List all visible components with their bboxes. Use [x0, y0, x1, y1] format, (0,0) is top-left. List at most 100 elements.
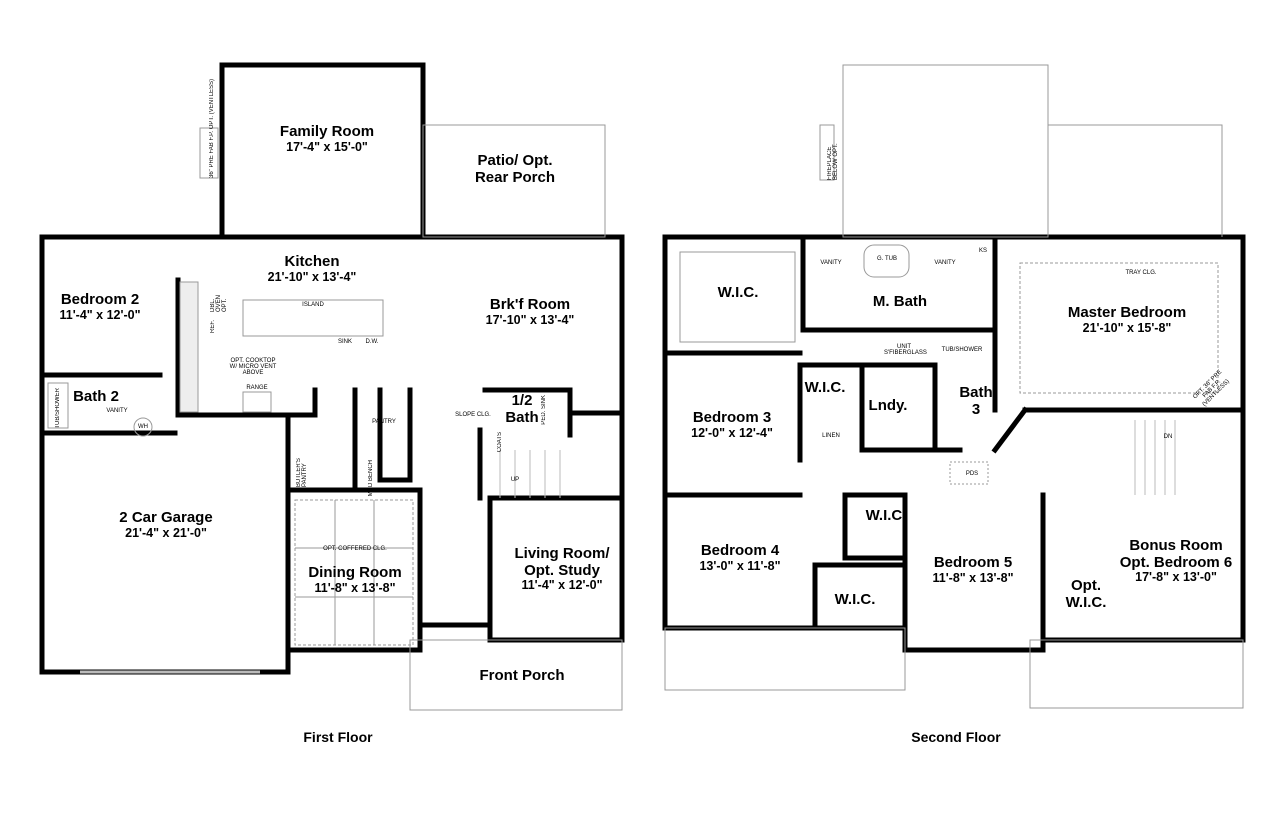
slope-note: SLOPE CLG. — [455, 412, 491, 418]
mud-bench-note: MUD BENCH — [368, 460, 374, 497]
room-name: Bath — [959, 384, 993, 401]
vanity-note-1: VANITY — [820, 260, 842, 266]
dw-note: D.W. — [365, 339, 379, 345]
room-name: Bedroom 4 — [700, 542, 780, 559]
room-dimensions: 11'-8" x 13'-8" — [932, 570, 1014, 585]
butlers-note: BUTLER'S PANTRY — [296, 458, 308, 487]
room-name: Front Porch — [479, 667, 565, 684]
room-name: Family Room — [279, 123, 375, 140]
cooktop-note: OPT. COOKTOP W/ MICRO VENT ABOVE — [229, 358, 277, 376]
room-name: Bonus Room — [1129, 537, 1223, 554]
second-floor-title: Second Floor — [911, 729, 1001, 745]
room-name: Bedroom 2 — [60, 291, 140, 308]
down-note: DN — [1163, 434, 1173, 440]
room-dimensions: 21'-4" x 21'-0" — [125, 525, 207, 540]
room-name: W.I.C. — [834, 591, 876, 608]
room-wic-bed3: W.I.C. — [804, 379, 846, 397]
linen-note: LINEN — [822, 433, 840, 439]
range-note: RANGE — [246, 385, 268, 391]
tray-ceiling-note: TRAY CLG. — [1125, 270, 1157, 276]
room-name: Master Bedroom — [1067, 304, 1187, 321]
room-dimensions: 12'-0" x 12'-4" — [691, 425, 773, 440]
room-name: Patio/ Opt. — [477, 152, 553, 169]
room-name: Kitchen — [284, 253, 340, 270]
garden-tub-note: G. TUB — [877, 256, 897, 262]
second-floor-thin-lines — [664, 64, 1244, 709]
oven-note: DBL. OVEN OPT. — [210, 294, 228, 312]
room-dimensions: 17'-10" x 13'-4" — [485, 312, 575, 327]
room-name: 1/2 — [511, 392, 533, 409]
room-dimensions: 13'-0" x 11'-8" — [699, 558, 781, 573]
vanity-note-2: VANITY — [934, 260, 956, 266]
room-name: Bedroom 5 — [933, 554, 1013, 571]
room-name: Opt. Bedroom 6 — [1119, 553, 1233, 571]
room-name: Opt. Study — [524, 561, 600, 579]
water-heater-note: WH — [138, 424, 148, 430]
room-name: W.I.C. — [1065, 593, 1107, 611]
sink-note: SINK — [337, 339, 353, 345]
room-wic-bed4: W.I.C. — [834, 591, 876, 609]
room-name: W.I.C. — [717, 284, 759, 301]
room-name: Bath 2 — [73, 388, 119, 405]
fireplace-note: 36" PRE FAB F.P. OPT. (VENTLESS) — [209, 78, 215, 178]
room-dimensions: 17'-8" x 13'-0" — [1135, 570, 1217, 584]
room-name: W.I.C. — [804, 379, 846, 396]
room-dimensions: 21'-10" x 13'-4" — [267, 269, 357, 284]
ped-sink-note: PED. SINK — [541, 395, 547, 425]
room-dimensions: 11'-4" x 12'-0" — [59, 307, 141, 322]
room-wic-master: W.I.C. — [717, 284, 759, 302]
coats-note: COATS — [497, 432, 503, 453]
room-dimensions: 11'-8" x 13'-8" — [314, 580, 396, 595]
ks-note: KS — [978, 248, 988, 254]
room-name: Lndy. — [868, 397, 908, 414]
room-bath-2: Bath 2 — [73, 388, 119, 406]
first-floor-thin-lines — [47, 124, 623, 711]
island-note: ISLAND — [302, 302, 324, 308]
vanity-note: VANITY — [106, 408, 128, 414]
room-name: 2 Car Garage — [119, 509, 213, 526]
pantry-note: PANTRY — [372, 419, 396, 425]
room-name: 3 — [971, 400, 981, 418]
fireplace-below-note: FIREPLACE BELOW OPT. — [827, 143, 839, 180]
room-name: Dining Room — [308, 564, 402, 581]
room-front-porch: Front Porch — [479, 667, 565, 685]
room-name: Bedroom 3 — [692, 409, 772, 426]
room-name: Bath — [505, 408, 539, 426]
tub-note: TUB/SHOWER — [55, 388, 61, 429]
room-patio: Patio/ Opt.Rear Porch — [474, 152, 556, 186]
room-laundry: Lndy. — [868, 397, 908, 415]
room-dimensions: 11'-4" x 12'-0" — [521, 578, 603, 592]
first-floor-title: First Floor — [303, 729, 373, 745]
coffered-note: OPT. COFFERED CLG. — [323, 546, 387, 552]
room-name: Brk'f Room — [489, 296, 571, 313]
room-opt-wic: Opt.W.I.C. — [1065, 577, 1107, 611]
room-wic-bed5: W.I.C. — [865, 507, 907, 525]
room-name: Living Room/ — [514, 545, 610, 562]
room-name: W.I.C. — [865, 507, 907, 524]
ref-note: REF. — [210, 320, 216, 334]
tub-shower-note: TUB/SHOWER — [941, 347, 983, 353]
room-dimensions: 21'-10" x 15'-8" — [1082, 320, 1172, 335]
pds-note: PDS — [965, 471, 979, 477]
shower-unit-note: UNIT S'FIBERGLASS — [884, 344, 927, 356]
room-master-bath: M. Bath — [873, 293, 927, 311]
room-name: Rear Porch — [474, 168, 556, 186]
up-note: UP — [510, 477, 520, 483]
room-dimensions: 17'-4" x 15'-0" — [286, 139, 368, 154]
